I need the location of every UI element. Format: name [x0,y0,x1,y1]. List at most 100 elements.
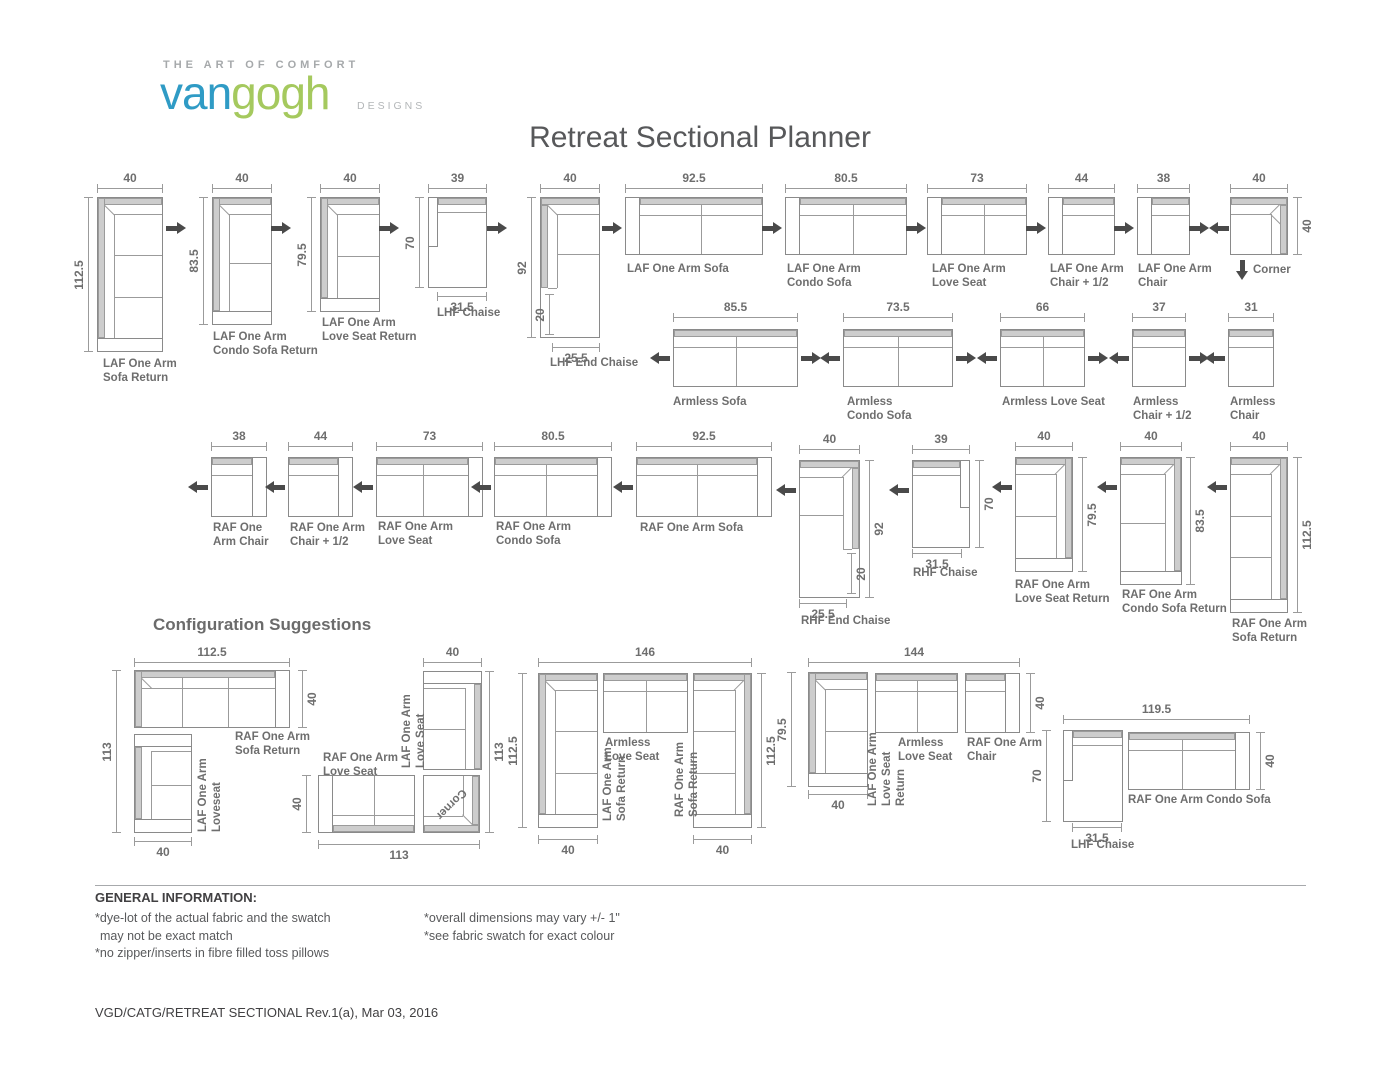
back-strip [640,198,762,205]
stem [480,485,491,490]
piece-laf-one-arm-love-seat [927,197,1027,255]
dimension-value: 112.5 [506,735,520,766]
attach-arrow-left [353,481,373,493]
seat-line [114,214,115,338]
piece-label: RHF Chaise [913,567,978,579]
dimension-line [851,553,852,594]
page-title: Retreat Sectional Planner [529,121,871,154]
dim-tick [865,597,874,598]
seat-line [1152,215,1189,216]
seat-line [1121,474,1165,475]
piece-label: Corner [1253,264,1291,276]
return-bottom [694,814,751,827]
back-strip [637,458,757,465]
dim-tick [867,790,868,799]
dimension-line [912,449,970,450]
dim-tick [1249,715,1250,724]
stem [379,226,390,231]
dimension-value: 79.5 [1085,502,1099,527]
dimension-value: 40 [290,797,304,811]
dim-tick [1019,658,1020,667]
dimension-line [134,841,192,842]
back-strip-top [213,198,271,205]
dimension-value: 119.5 [1141,702,1172,716]
seat-line [424,728,465,730]
dim-tick [538,835,539,844]
dimension-value: 20 [854,566,868,581]
seat-line [337,256,379,257]
back-strip-right [1280,205,1287,254]
return-bottom [1016,558,1072,571]
dimension-value: 73.5 [886,300,910,314]
dimension-value: 92 [872,522,886,536]
dim-tick [1078,571,1087,572]
info-line: *overall dimensions may vary +/- 1" [424,911,620,925]
dim-tick [552,343,553,352]
configuration-suggestions-title: Configuration Suggestions [153,615,372,634]
head [1099,352,1108,364]
arm-left [1064,731,1073,781]
piece-lhf-chaise [428,197,487,288]
seat-line [422,465,424,516]
dim-tick [673,313,674,322]
back-strip-side [213,198,220,311]
head [353,481,362,493]
piece-cfg1-raf-one-arm-sofa-return [134,670,290,728]
seat-line [1165,474,1166,571]
dim-tick [1042,821,1051,822]
head [188,481,197,493]
dimension-line [869,460,870,598]
dimension-line [1063,719,1250,720]
dim-tick [1048,184,1049,193]
dimension-value: 146 [634,645,656,659]
dimension-value: 38 [232,429,246,443]
dim-tick [527,197,536,198]
seat-line [825,689,867,690]
piece-laf-one-arm-sofa [625,197,763,255]
arm-right [252,458,266,516]
seat-line [546,465,547,516]
seat-line [114,255,162,257]
piece-lhf-end-chaise [540,197,600,338]
attach-arrow-right [1189,222,1209,234]
piece-cfg5-lhf-chaise [1063,730,1123,822]
dim-tick [799,445,800,454]
dimension-value: 113 [100,741,114,762]
dim-tick [1072,442,1073,451]
dim-tick [1256,732,1265,733]
seat-line [694,690,735,691]
head [613,481,622,493]
dimension-line [1190,457,1191,585]
dim-tick [1293,457,1302,458]
stem [659,356,670,361]
dimension-line [1260,732,1261,790]
dimension-value: 40 [156,845,170,859]
attach-arrow-right [956,352,976,364]
dimension-value: 113 [492,742,506,762]
dim-tick [486,184,487,193]
dimension-line [212,188,272,189]
arm-left [429,198,438,247]
info-line: *see fabric swatch for exact colour [424,928,615,943]
head [650,352,659,364]
head [1209,222,1218,234]
stem [197,485,208,490]
dim-tick [134,658,135,667]
return-bottom [213,311,271,324]
stem [906,226,917,231]
dimension-value: 40 [561,843,575,857]
head [1236,271,1248,280]
dimension-value: 40 [822,432,837,446]
dim-tick [191,837,192,846]
dimension-value: 73 [970,171,984,185]
dim-tick [927,184,928,193]
head [889,484,898,496]
back-strip-side [135,747,142,819]
seat-line [843,477,844,549]
seat-line [229,262,271,264]
dim-tick [379,184,380,193]
